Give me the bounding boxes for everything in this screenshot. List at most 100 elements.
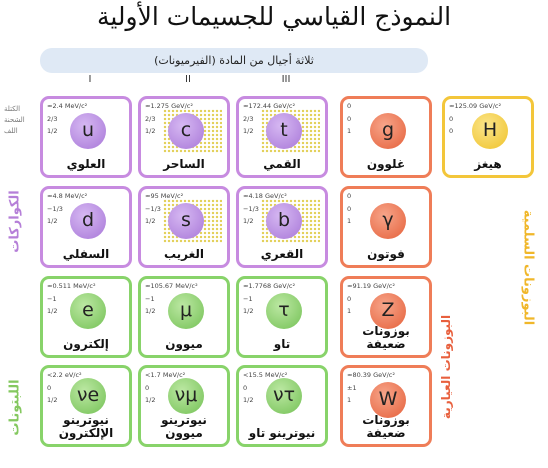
particle-card-electron[interactable]: ≈0.511 MeV/c² −1 1/2 e إلكترون	[40, 276, 132, 358]
particle-name: العلوي	[66, 157, 106, 171]
particle-card-strange[interactable]: ≈95 MeV/c² −1/3 1/2 s الغريب	[138, 186, 230, 268]
spin-value: 1/2	[47, 127, 58, 135]
spin-value: 1/2	[243, 127, 254, 135]
charge-value: 2/3	[47, 115, 58, 123]
particle-symbol: c	[168, 113, 204, 149]
particle-card-muon-neutrino[interactable]: <1.7 MeV/c² 0 1/2 νμ نيوترينو ميوون	[138, 365, 230, 447]
particle-symbol: νμ	[168, 378, 204, 414]
charge-value: −1	[145, 295, 155, 303]
particle-card-gluon[interactable]: 0 0 1 g غلوون	[340, 96, 432, 178]
particle-card-top[interactable]: ≈172.44 GeV/c² 2/3 1/2 t القمي	[236, 96, 328, 178]
particle-symbol: μ	[168, 293, 204, 329]
particle-name: بوزونات ضعيفة	[362, 324, 410, 351]
particle-name: نيوترينو تاو	[248, 426, 316, 440]
mass-value: ≈125.09 GeV/c²	[449, 102, 502, 110]
mass-value: ≈0.511 MeV/c²	[47, 282, 96, 290]
particle-card-down[interactable]: ≈4.8 MeV/c² −1/3 1/2 d السفلي	[40, 186, 132, 268]
charge-row-label: الشحنة	[4, 116, 25, 124]
particle-symbol: e	[70, 293, 106, 329]
particle-card-bottom[interactable]: ≈4.18 GeV/c² −1/3 1/2 b القعري	[236, 186, 328, 268]
particle-name: فوتون	[367, 247, 405, 261]
particle-name: نيوترينو ميوون	[161, 413, 207, 440]
particle-symbol: γ	[370, 203, 406, 239]
mass-value: ≈1.275 GeV/c²	[145, 102, 193, 110]
particle-card-higgs[interactable]: ≈125.09 GeV/c² 0 0 H هيغز	[442, 96, 534, 178]
particle-card-photon[interactable]: 0 0 1 γ فوتون	[340, 186, 432, 268]
particle-card-tau[interactable]: ≈1.7768 GeV/c² −1 1/2 τ تاو	[236, 276, 328, 358]
particle-symbol: ντ	[266, 378, 302, 414]
charge-value: −1	[47, 295, 57, 303]
mass-value: <15.5 MeV/c²	[243, 371, 288, 379]
spin-value: 1/2	[145, 307, 156, 315]
mass-value: 0	[347, 192, 352, 200]
quarks-group-label: الكواركات	[7, 190, 23, 253]
charge-value: ±1	[347, 384, 357, 392]
charge-value: 0	[347, 115, 352, 123]
generation-label-2: II	[185, 74, 191, 85]
particle-name: السفلي	[62, 247, 110, 261]
particle-card-up[interactable]: ≈2.4 MeV/c² 2/3 1/2 u العلوي	[40, 96, 132, 178]
charge-value: 2/3	[243, 115, 254, 123]
spin-value: 1/2	[145, 127, 156, 135]
particle-name: الساحر	[163, 157, 205, 171]
spin-value: 0	[449, 127, 454, 135]
particle-symbol: u	[70, 113, 106, 149]
particle-name: القمي	[263, 157, 301, 171]
mass-value: ≈4.18 GeV/c²	[243, 192, 287, 200]
particle-card-w-boson[interactable]: ≈80.39 GeV/c² ±1 1 W بوزونات ضعيفة	[340, 365, 432, 447]
particle-name: ميوون	[165, 337, 203, 351]
mass-value: <1.7 MeV/c²	[145, 371, 186, 379]
spin-value: 1/2	[243, 396, 254, 404]
charge-value: 0	[47, 384, 52, 392]
spin-value: 1/2	[47, 307, 58, 315]
charge-value: 2/3	[145, 115, 156, 123]
particle-symbol: νe	[70, 378, 106, 414]
particle-card-electron-neutrino[interactable]: <2.2 eV/c² 0 1/2 νe نيوترينو الإلكترون	[40, 365, 132, 447]
particle-name: القعري	[260, 247, 304, 261]
particle-symbol: W	[370, 382, 406, 418]
mass-value: ≈2.4 MeV/c²	[47, 102, 88, 110]
generation-label-3: III	[281, 74, 291, 85]
particle-symbol: H	[472, 113, 508, 149]
particle-name: إلكترون	[63, 337, 109, 351]
spin-value: 1	[347, 307, 352, 315]
scalar-bosons-group-label: البوزونات السلمية	[520, 209, 536, 326]
particle-symbol: s	[168, 203, 204, 239]
particle-name: هيغز	[474, 157, 502, 171]
particle-name: تاو	[273, 337, 291, 351]
particle-symbol: Z	[370, 293, 406, 329]
leptons-group-label: اللبتونات	[7, 379, 23, 436]
charge-value: 0	[449, 115, 454, 123]
mass-value: ≈1.7768 GeV/c²	[243, 282, 296, 290]
spin-value: 1/2	[243, 217, 254, 225]
particle-name: الغريب	[163, 247, 205, 261]
particle-symbol: g	[370, 113, 406, 149]
mass-value: ≈172.44 GeV/c²	[243, 102, 296, 110]
particle-symbol: d	[70, 203, 106, 239]
mass-row-label: الكتلة	[4, 105, 21, 113]
mass-value: <2.2 eV/c²	[47, 371, 82, 379]
spin-value: 1/2	[145, 217, 156, 225]
charge-value: 0	[347, 205, 352, 213]
particle-card-tau-neutrino[interactable]: <15.5 MeV/c² 0 1/2 ντ نيوترينو تاو	[236, 365, 328, 447]
particle-card-z-boson[interactable]: ≈91.19 GeV/c² 0 1 Z بوزونات ضعيفة	[340, 276, 432, 358]
spin-value: 1	[347, 217, 352, 225]
mass-value: ≈80.39 GeV/c²	[347, 371, 395, 379]
mass-value: ≈95 MeV/c²	[145, 192, 184, 200]
spin-value: 1/2	[47, 396, 58, 404]
charge-value: −1/3	[47, 205, 63, 213]
particle-symbol: b	[266, 203, 302, 239]
generations-banner: ثلاثة أجيال من المادة (الفيرميونات)	[40, 48, 428, 73]
mass-value: 0	[347, 102, 352, 110]
mass-value: ≈105.67 MeV/c²	[145, 282, 198, 290]
particle-card-charm[interactable]: ≈1.275 GeV/c² 2/3 1/2 c الساحر	[138, 96, 230, 178]
particle-card-muon[interactable]: ≈105.67 MeV/c² −1 1/2 μ ميوون	[138, 276, 230, 358]
generation-label-1: I	[88, 74, 92, 85]
spin-value: 1	[347, 127, 352, 135]
particle-name: غلوون	[366, 157, 406, 171]
charge-value: 0	[145, 384, 150, 392]
charge-value: 0	[243, 384, 248, 392]
charge-value: −1	[243, 295, 253, 303]
particle-symbol: t	[266, 113, 302, 149]
spin-value: 1/2	[243, 307, 254, 315]
